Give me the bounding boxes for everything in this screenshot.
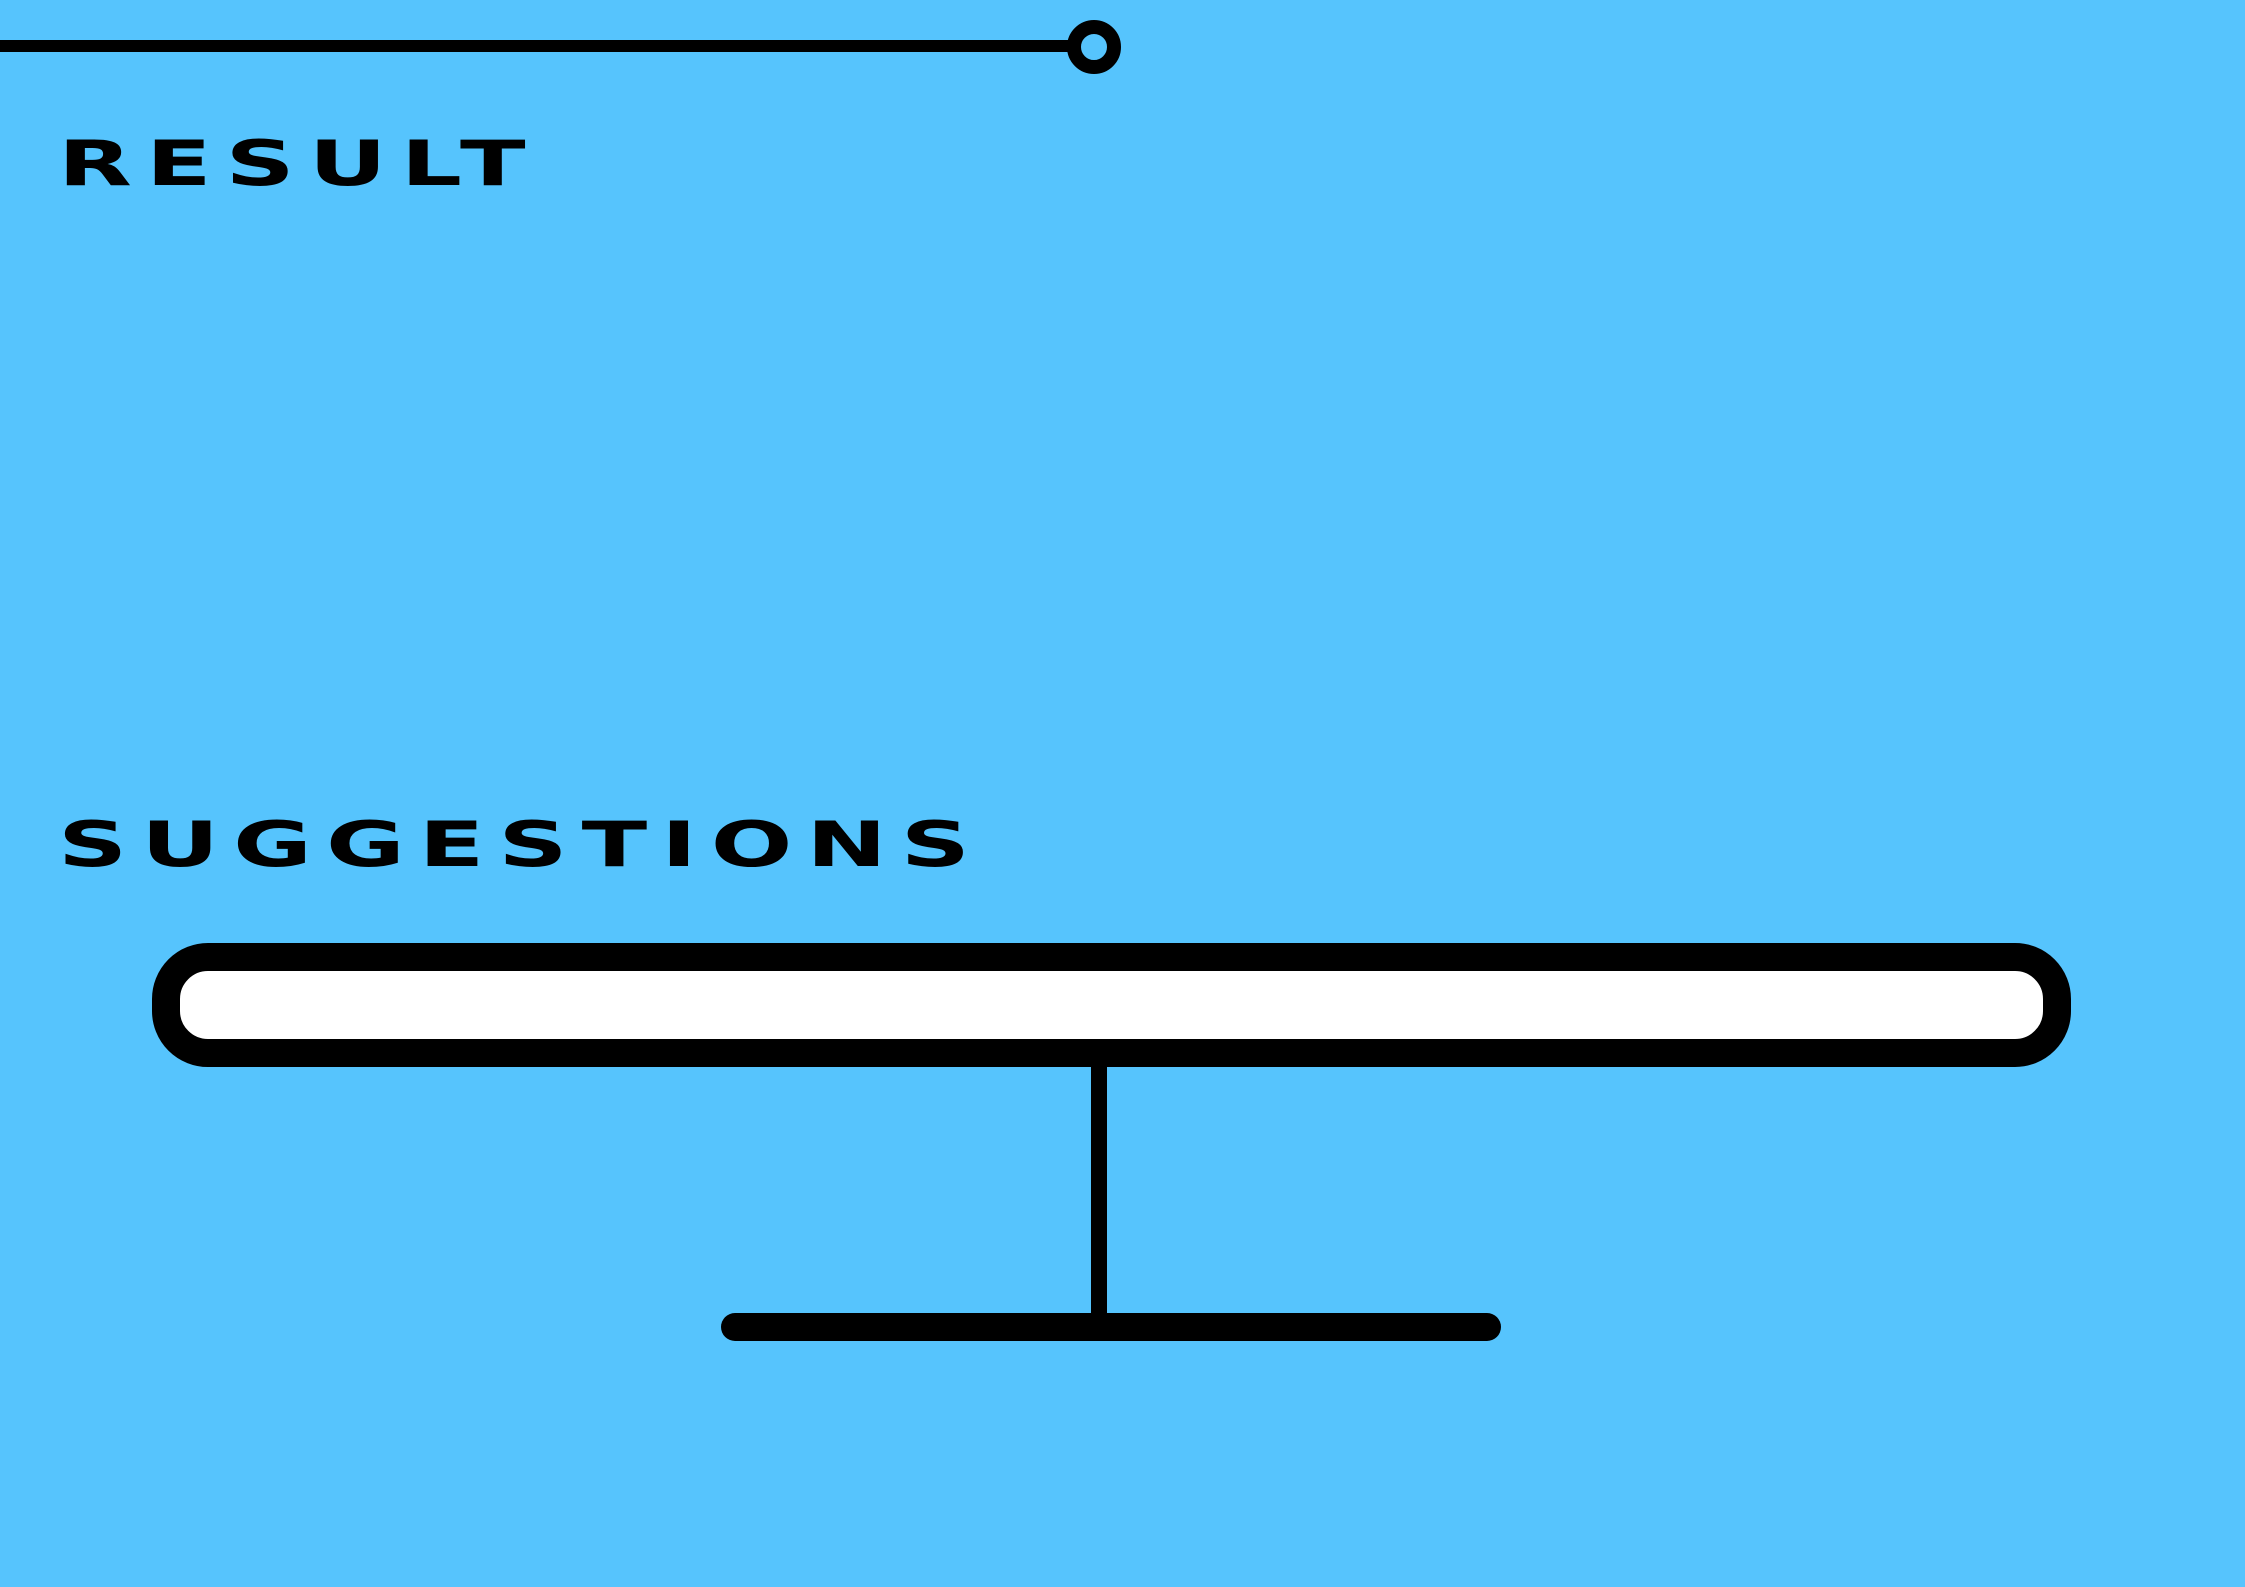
suggestion-input-box[interactable] (152, 943, 2071, 1067)
top-rule-end-circle-icon (1067, 20, 1121, 74)
suggestions-heading: SUGGESTIONS (58, 808, 984, 881)
result-heading: RESULT (58, 127, 540, 200)
